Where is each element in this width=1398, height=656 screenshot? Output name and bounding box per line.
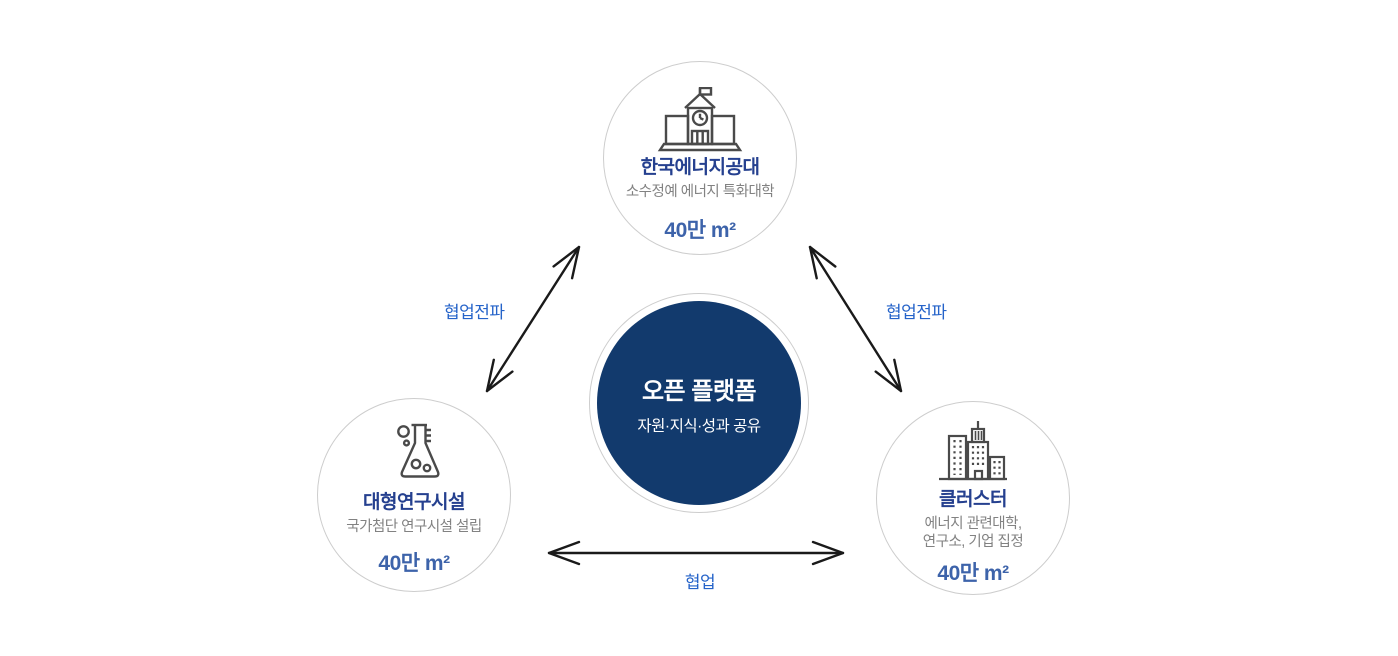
arrow-bottom-horizontal — [547, 540, 845, 566]
node-research-title: 대형연구시설 — [363, 492, 465, 513]
node-university-subtitle: 소수정예 에너지 특화대학 — [625, 183, 775, 200]
node-university: 한국에너지공대 소수정예 에너지 특화대학 40만 m² — [603, 61, 797, 255]
node-research: 대형연구시설 국가첨단 연구시설 설립 40만 m² — [317, 398, 511, 592]
node-research-subtitle: 국가첨단 연구시설 설립 — [346, 518, 482, 535]
node-cluster: 클러스터 에너지 관련대학, 연구소, 기업 집정 40만 m² — [876, 401, 1070, 595]
node-cluster-subtitle-line1: 에너지 관련대학, — [924, 515, 1022, 532]
hub-open-platform: 오픈 플랫폼 자원·지식·성과 공유 — [597, 301, 801, 505]
node-university-title: 한국에너지공대 — [640, 157, 760, 178]
link-label-bottom: 협업 — [684, 573, 716, 592]
hub-subtitle: 자원·지식·성과 공유 — [637, 417, 761, 435]
buildings-icon — [933, 415, 1013, 485]
hub-ring: 오픈 플랫폼 자원·지식·성과 공유 — [589, 293, 809, 513]
hub-title: 오픈 플랫폼 — [641, 377, 757, 405]
link-label-right: 협업전파 — [886, 303, 947, 322]
link-label-left: 협업전파 — [444, 303, 505, 322]
school-building-icon — [652, 87, 748, 153]
node-cluster-subtitle-line2: 연구소, 기업 집정 — [922, 534, 1024, 551]
node-university-area: 40만 m² — [664, 219, 736, 243]
node-cluster-area: 40만 m² — [937, 561, 1009, 585]
flask-icon — [378, 416, 450, 488]
node-research-area: 40만 m² — [378, 552, 450, 576]
node-cluster-title: 클러스터 — [939, 489, 1007, 510]
